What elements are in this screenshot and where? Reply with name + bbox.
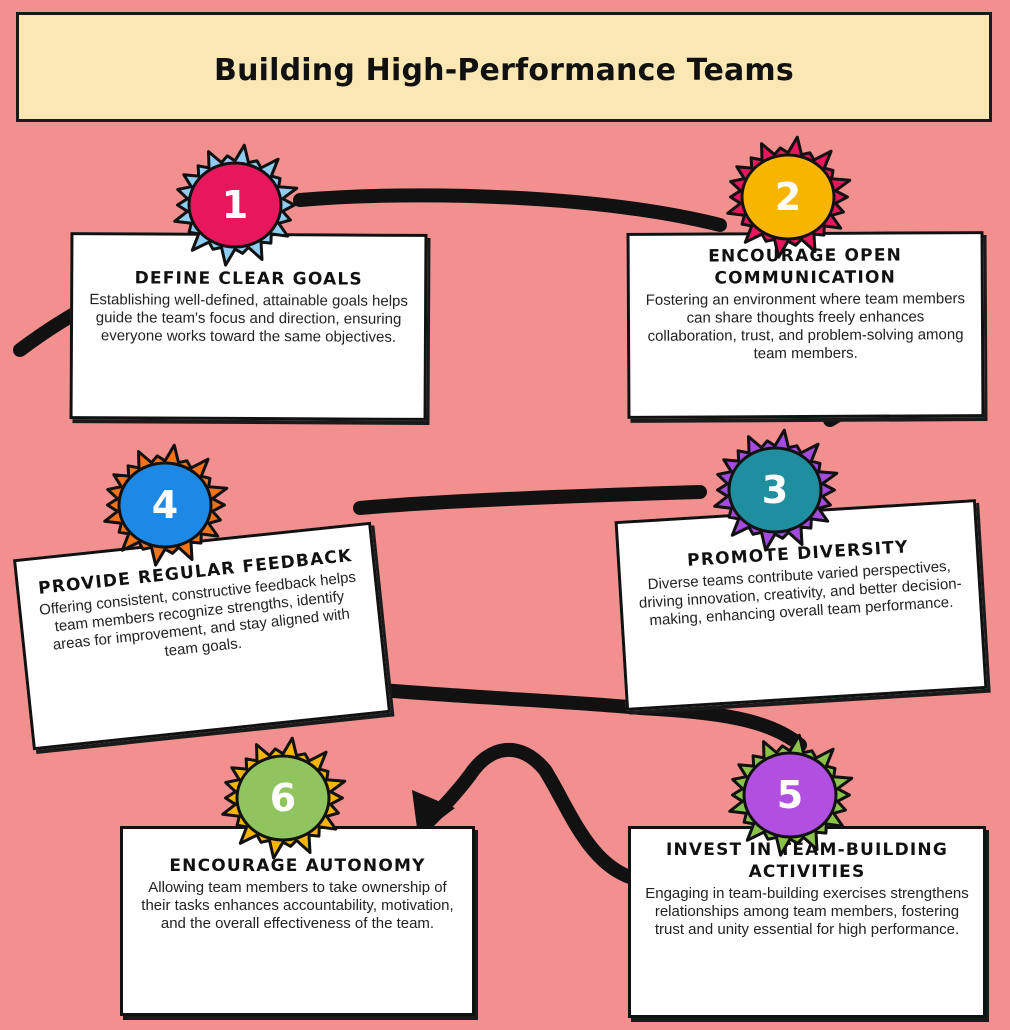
step-badge-4: 4	[95, 440, 235, 570]
step-text: Establishing well-defined, attainable go…	[89, 291, 408, 346]
step-number: 1	[221, 183, 249, 227]
step-number: 2	[774, 175, 802, 219]
step-badge-3: 3	[705, 425, 845, 555]
connector-5-6	[423, 742, 647, 887]
badge-burst-icon	[728, 733, 854, 857]
badge-circle	[742, 751, 838, 839]
step-heading: Define Clear Goals	[134, 268, 363, 290]
step-number: 3	[761, 468, 789, 512]
step-badge-2: 2	[718, 132, 858, 262]
badge-burst-icon	[726, 135, 852, 259]
badge-burst-icon	[173, 143, 299, 267]
step-number: 6	[269, 776, 297, 820]
step-text: Allowing team members to take ownership …	[141, 879, 454, 933]
step-badge-6: 6	[213, 733, 353, 863]
step-heading: Encourage Autonomy	[169, 856, 426, 876]
step-badge-1: 1	[165, 140, 305, 270]
badge-circle	[727, 446, 823, 534]
step-badge-5: 5	[720, 730, 860, 860]
badge-circle	[235, 754, 331, 842]
badge-circle	[187, 161, 283, 249]
title-banner: Building High-Performance Teams	[16, 12, 992, 122]
badge-burst-icon	[221, 736, 347, 860]
badge-burst-icon	[713, 428, 839, 552]
arrow-head-icon	[412, 790, 455, 836]
badge-circle	[117, 461, 213, 549]
badge-circle	[740, 153, 836, 241]
step-number: 5	[776, 773, 804, 817]
connector-3-4	[353, 485, 707, 515]
step-text: Fostering an environment where team memb…	[645, 290, 966, 363]
badge-burst-icon	[103, 443, 229, 567]
step-text: Engaging in team-building exercises stre…	[645, 885, 969, 939]
step-number: 4	[151, 483, 179, 527]
step-heading: Invest in Team-Building Activities	[665, 840, 949, 883]
page-title: Building High-Performance Teams	[214, 52, 794, 88]
